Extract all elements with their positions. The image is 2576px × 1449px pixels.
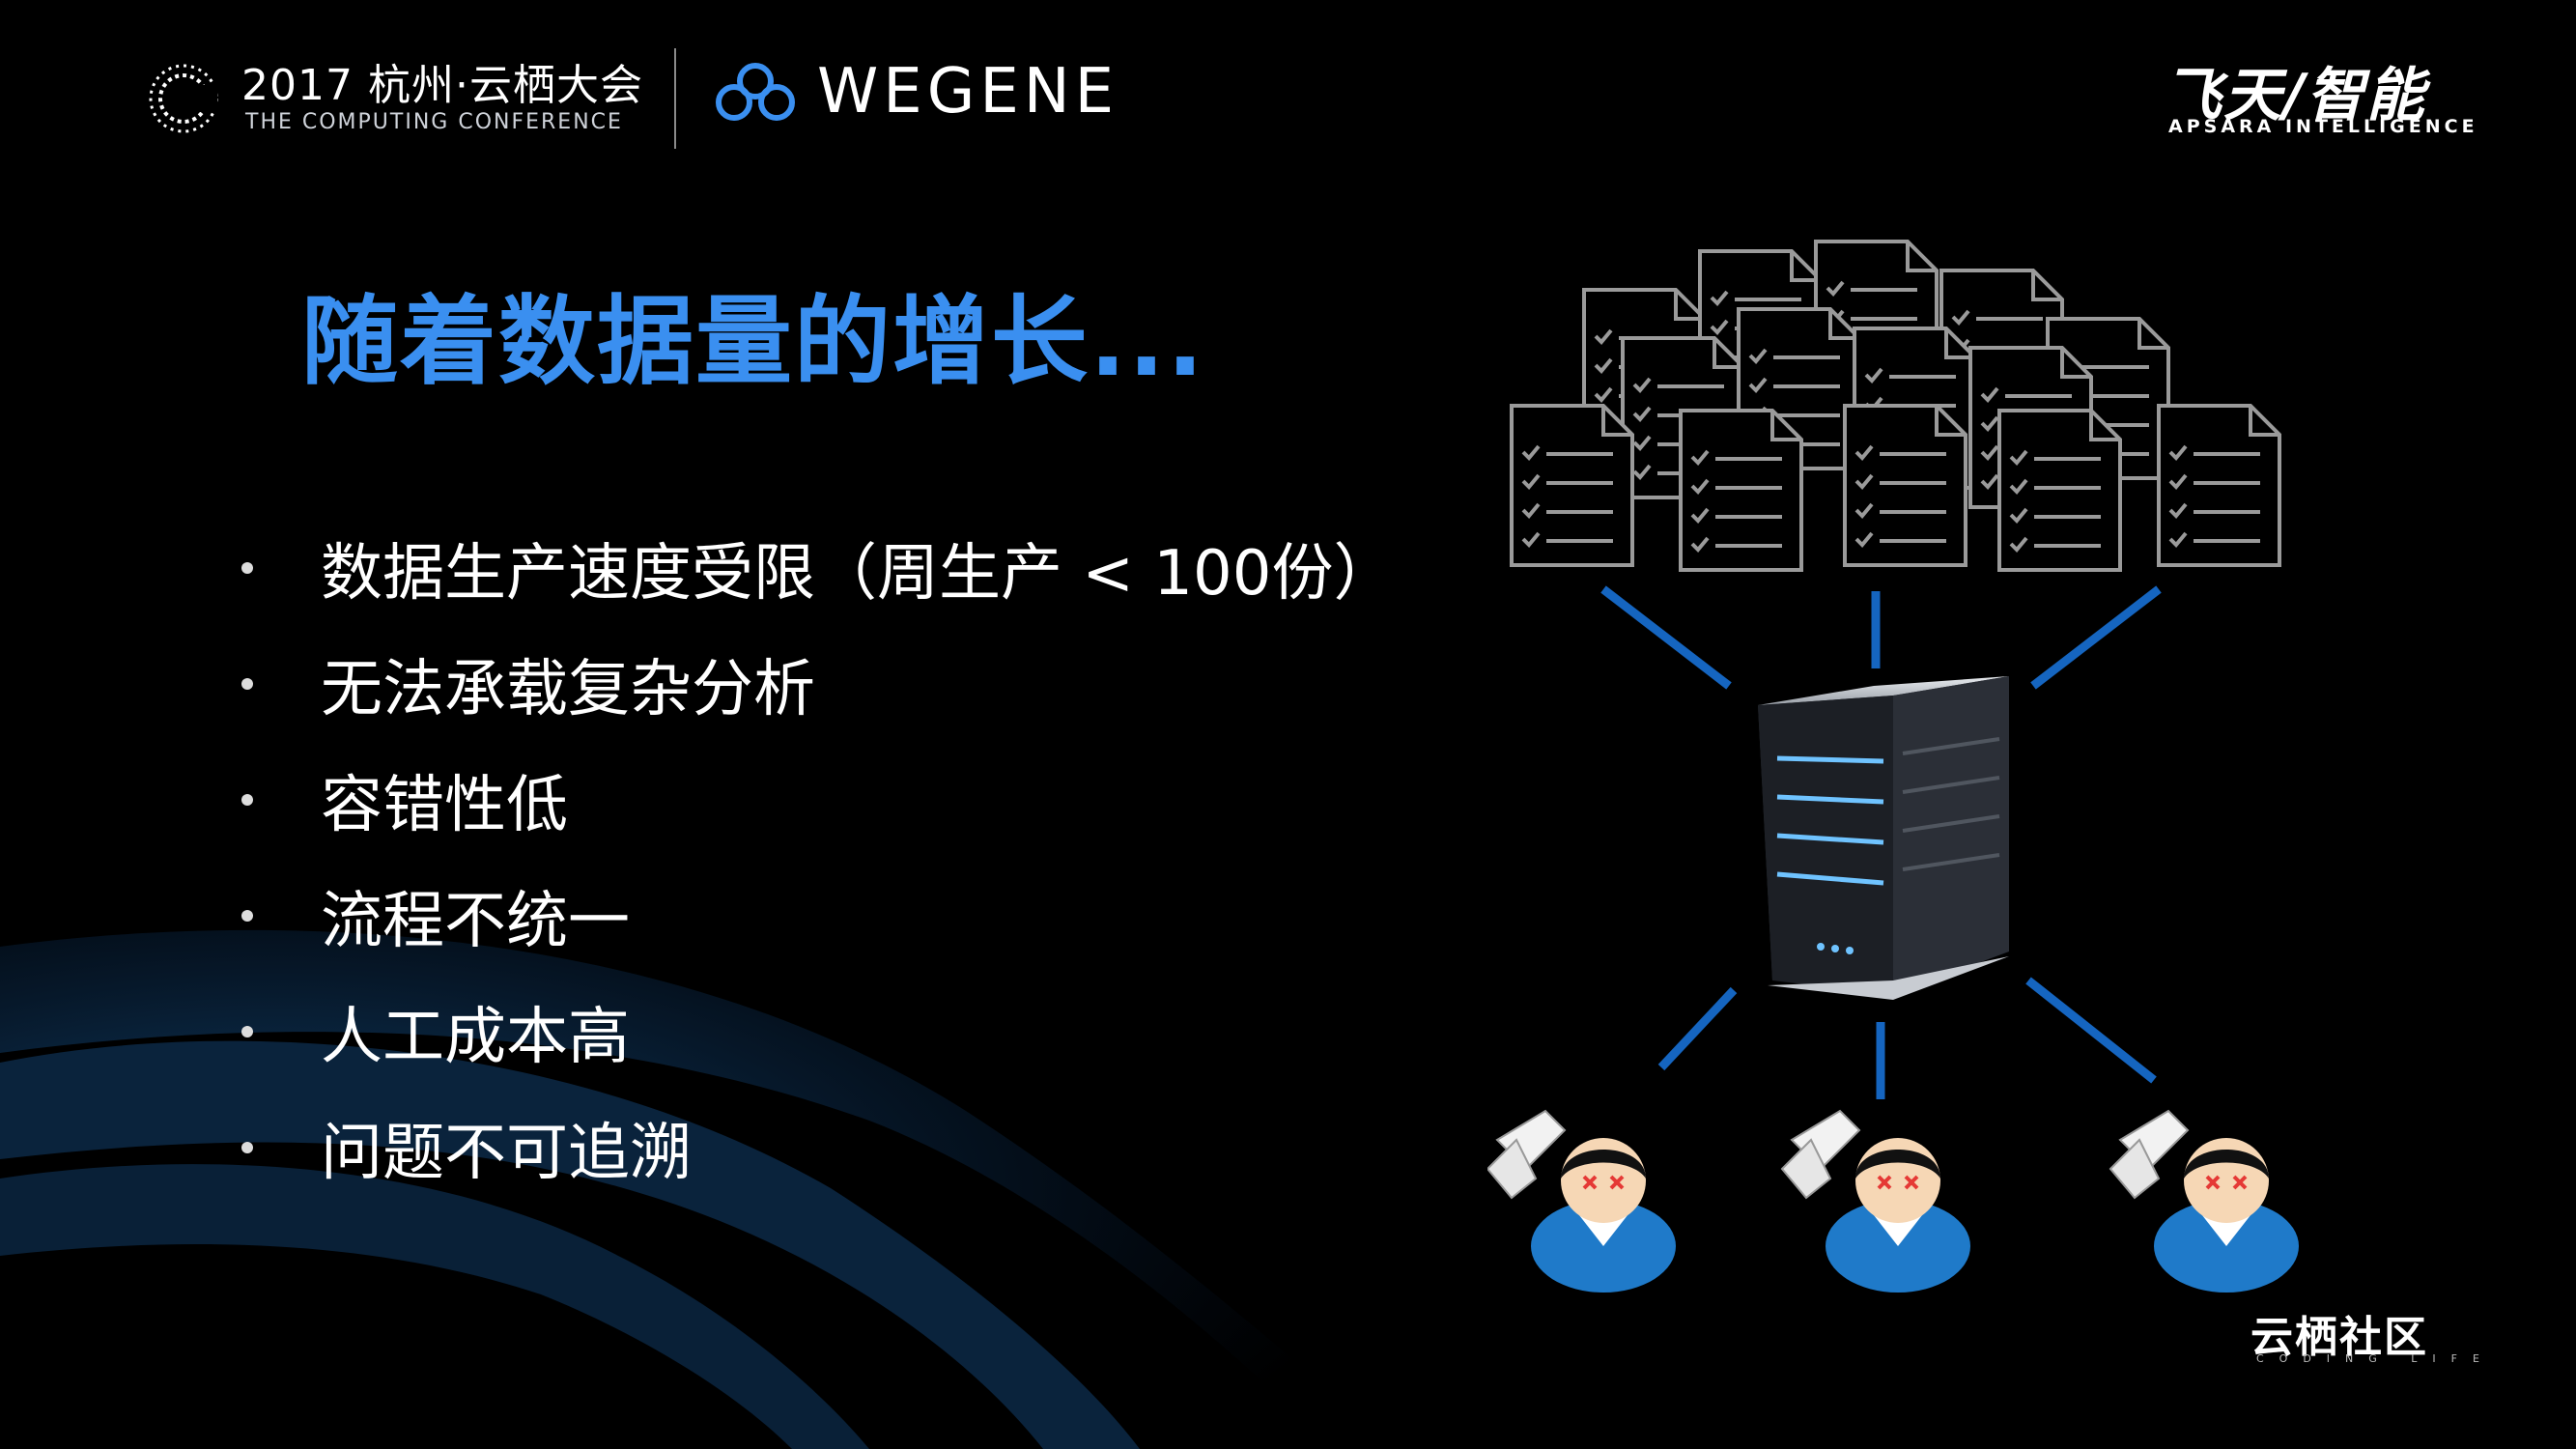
bullet-dot-icon: [241, 1026, 253, 1037]
conference-title: 2017 杭州·云栖大会: [241, 61, 643, 110]
user-avatar-icon: [2109, 1109, 2301, 1294]
document-icon: [2157, 404, 2281, 567]
bullet-dot-icon: [241, 794, 253, 806]
brand-logo-en: APSARA INTELLIGENCE: [2168, 116, 2478, 137]
server-icon: [1758, 676, 2009, 1000]
brand-logo-cn: 飞天/智能: [2164, 62, 2426, 129]
bullet-text: 流程不统一: [321, 886, 630, 957]
wegene-cloud-icon: [716, 63, 795, 121]
data-flow-illustration: [1487, 240, 2301, 1294]
bullet-dot-icon: [241, 910, 253, 922]
bullet-text: 无法承载复杂分析: [321, 654, 815, 725]
background-swirl: [0, 929, 1401, 1449]
connector-lines-top: [1600, 585, 2162, 690]
bullet-text: 问题不可追溯: [321, 1118, 692, 1189]
bullet-item: 问题不可追溯: [241, 1109, 692, 1189]
conference-subtitle: THE COMPUTING CONFERENCE: [245, 110, 623, 134]
header-divider: [674, 48, 676, 149]
conference-logo-icon: [149, 64, 218, 133]
connector-lines-bottom: [1657, 977, 2157, 1099]
document-icon: [1679, 409, 1803, 572]
bullet-item: 流程不统一: [241, 877, 630, 957]
document-icon: [1510, 404, 1634, 567]
partner-name: WEGENE: [817, 56, 1119, 128]
bullet-text: 数据生产速度受限（周生产 < 100份）: [321, 538, 1396, 610]
slide-title: 随着数据量的增长...: [301, 285, 1205, 398]
bullet-item: 人工成本高: [241, 993, 630, 1073]
community-logo: 云栖社区: [2250, 1313, 2428, 1362]
document-icon: [1997, 409, 2122, 572]
bullet-dot-icon: [241, 678, 253, 690]
bullet-text: 容错性低: [321, 770, 568, 841]
user-avatar-icon: [1487, 1109, 1678, 1294]
document-stack: [1510, 240, 2281, 572]
user-avatar-icon: [1780, 1109, 1972, 1294]
document-icon: [1843, 404, 1967, 567]
bullet-dot-icon: [241, 562, 253, 574]
bullet-item: 数据生产速度受限（周生产 < 100份）: [241, 529, 1395, 610]
bullet-dot-icon: [241, 1142, 253, 1153]
bullet-item: 容错性低: [241, 761, 568, 841]
community-subtitle: CODING LIFE: [2256, 1352, 2495, 1365]
bullet-text: 人工成本高: [321, 1002, 630, 1073]
bullet-item: 无法承载复杂分析: [241, 645, 815, 725]
